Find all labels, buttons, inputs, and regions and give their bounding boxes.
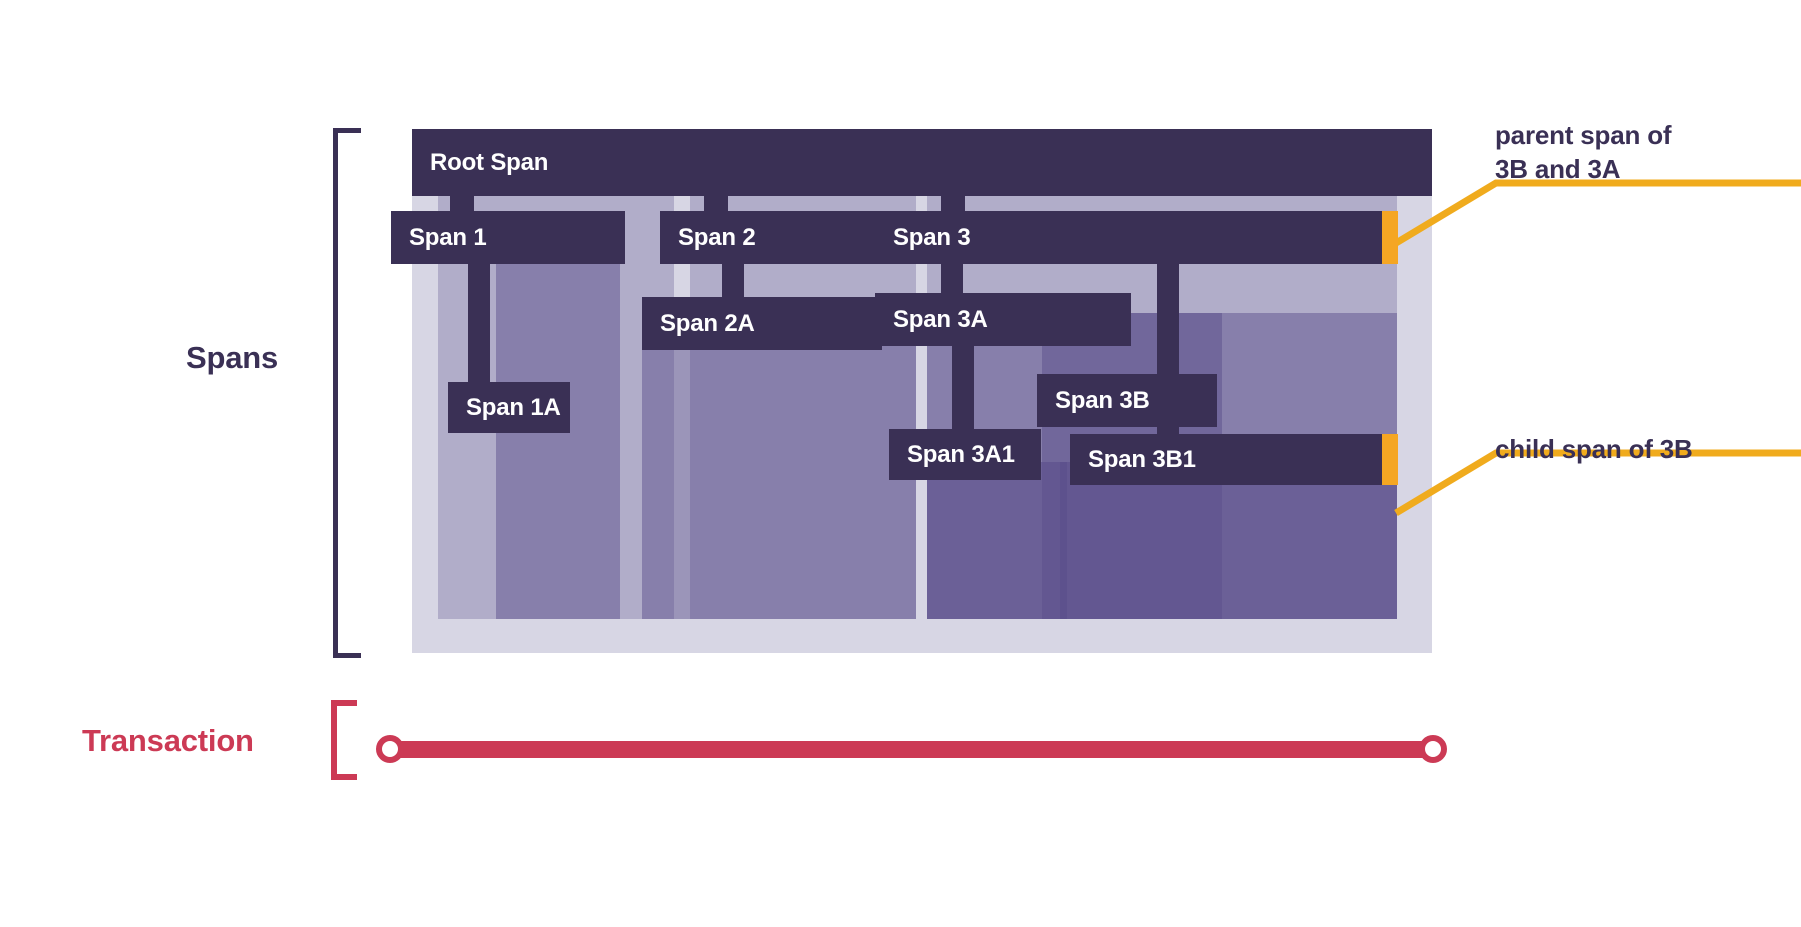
span-body-3b1 bbox=[1060, 462, 1397, 619]
span-label-3b: Span 3B bbox=[1055, 386, 1150, 414]
span-label-3: Span 3 bbox=[893, 223, 971, 251]
connector-span1-to-span1a bbox=[468, 259, 490, 404]
span-label-3a1: Span 3A1 bbox=[907, 440, 1015, 468]
span1-header[interactable]: Span 1 bbox=[391, 211, 625, 264]
connector-span3-to-span3b bbox=[1157, 259, 1179, 379]
span3b1-header[interactable]: Span 3B1 bbox=[1070, 434, 1398, 485]
transaction-start-dot bbox=[376, 735, 404, 763]
highlight-marker-span3b1 bbox=[1382, 434, 1398, 485]
transaction-section-label: Transaction bbox=[82, 723, 254, 758]
span3b-header[interactable]: Span 3B bbox=[1037, 374, 1217, 427]
span-label-1a: Span 1A bbox=[466, 393, 561, 421]
span-body-2a bbox=[642, 332, 916, 619]
span-label-root: Root Span bbox=[430, 148, 549, 176]
span-body-1a bbox=[496, 264, 620, 619]
span-bar-root[interactable]: Root Span bbox=[412, 129, 1432, 196]
span3a1-header[interactable]: Span 3A1 bbox=[889, 429, 1041, 480]
transaction-bracket bbox=[331, 700, 357, 780]
span3a-header[interactable]: Span 3A bbox=[875, 293, 1131, 346]
callout-label-child-span: child span of 3B bbox=[1495, 434, 1693, 464]
spans-section-label: Spans bbox=[186, 340, 279, 375]
callout-label-parent-span: parent span of 3B and 3A bbox=[1495, 120, 1672, 185]
span3-header[interactable]: Span 3 bbox=[875, 211, 1397, 264]
span-label-1: Span 1 bbox=[409, 223, 487, 251]
transaction-bar bbox=[386, 741, 1431, 758]
span-label-3b1: Span 3B1 bbox=[1088, 445, 1196, 473]
span2-header[interactable]: Span 2 bbox=[660, 211, 882, 264]
spans-panel: Root Span Span 1 Span 1A Span 2 bbox=[391, 129, 1432, 653]
highlight-marker-span3 bbox=[1382, 211, 1398, 264]
transaction-end-dot bbox=[1419, 735, 1447, 763]
span-label-2: Span 2 bbox=[678, 223, 756, 251]
span1a-header[interactable]: Span 1A bbox=[448, 382, 570, 433]
connector-span3-to-span3a bbox=[941, 259, 963, 299]
span2a-header[interactable]: Span 2A bbox=[642, 297, 882, 350]
span-body-3a1 bbox=[927, 462, 1067, 619]
span-label-3a: Span 3A bbox=[893, 305, 988, 333]
span-label-2a: Span 2A bbox=[660, 309, 755, 337]
spans-bracket bbox=[333, 128, 361, 658]
